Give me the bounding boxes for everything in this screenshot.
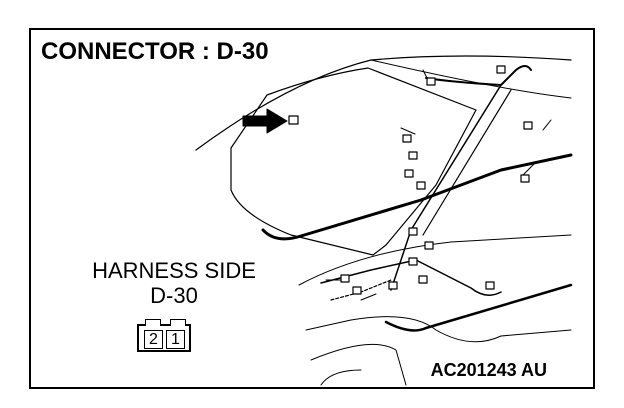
pointer-arrow (242, 108, 288, 134)
pin-2: 2 (144, 330, 163, 349)
connector-face: 2 1 (137, 319, 191, 352)
vehicle-line-drawing (195, 55, 573, 386)
roof-harness (425, 65, 532, 86)
a-pillar-inner (422, 89, 512, 236)
harness-side-label: HARNESS SIDE D-30 (79, 258, 269, 308)
connector-blobs (288, 65, 533, 295)
lower-harness (384, 283, 573, 332)
harness-branch (320, 259, 502, 296)
windshield-outline (230, 67, 477, 256)
cowl-harness (261, 153, 573, 241)
fender-line (320, 369, 362, 386)
body-line-1 (298, 234, 572, 286)
harness-side-label-line2: D-30 (150, 283, 198, 308)
body-line-3 (310, 343, 407, 386)
wire-spurs (325, 69, 552, 301)
connector-title: CONNECTOR : D-30 (41, 38, 269, 65)
figure-code: AC201243 AU (430, 360, 547, 380)
a-pillar (390, 84, 502, 291)
harness-side-label-line1: HARNESS SIDE (92, 258, 256, 283)
diagram-frame: CONNECTOR : D-30 HARNESS SIDE D-30 2 1 A… (29, 28, 595, 389)
roof-edge (370, 59, 572, 99)
body-line-2 (305, 316, 572, 343)
connector-latch-right (170, 319, 186, 326)
pin-1: 1 (166, 330, 185, 349)
connector-latch-left (145, 319, 161, 326)
